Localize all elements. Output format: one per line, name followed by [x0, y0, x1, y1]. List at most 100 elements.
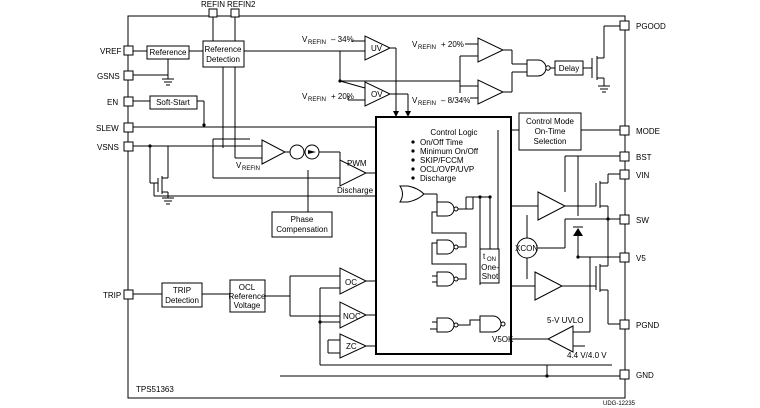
and-gate — [479, 315, 502, 333]
vrefin-amp-v: V — [236, 161, 242, 170]
pwm-comparator — [339, 159, 368, 187]
error-amp — [261, 139, 287, 165]
reference-label: Reference — [150, 48, 187, 57]
oc-label: OC — [345, 278, 357, 287]
control-mode-label-1: Control Mode — [526, 117, 575, 126]
pin-pgnd-label: PGND — [636, 321, 659, 330]
pin-trip-label: TRIP — [103, 291, 121, 300]
control-logic-item-5: Discharge — [420, 174, 457, 183]
soft-start-label: Soft-Start — [156, 98, 191, 107]
pg-low-comparator — [477, 79, 505, 105]
pin-gsns — [123, 70, 134, 81]
pin-vin — [619, 169, 630, 180]
control-mode-block — [518, 112, 582, 151]
phase-comp-label-1: Phase — [291, 215, 314, 224]
pin-trip — [123, 289, 134, 300]
pin-bst — [619, 151, 630, 162]
uv-comparator — [364, 35, 392, 61]
pg-and-gate — [526, 59, 547, 77]
pin-mode — [619, 125, 630, 136]
pin-refin2-label: REFIN2 — [227, 0, 256, 9]
one-shot-t: t — [483, 252, 486, 261]
delay-label: Delay — [559, 64, 579, 73]
control-logic-title: Control Logic — [430, 128, 477, 137]
one-shot-label-1: One- — [481, 263, 499, 272]
control-logic-box — [375, 116, 512, 355]
uvlo-threshold: 4.4 V/4.0 V — [567, 351, 607, 360]
pin-v5 — [619, 252, 630, 263]
pg-lo-value: – 8/34% — [441, 96, 470, 105]
control-mode-label-2: On-Time — [535, 127, 566, 136]
chip-name: TPS51363 — [136, 385, 174, 394]
pg-high-comparator — [477, 37, 505, 63]
left-pins: VREF GSNS EN SLEW VSNS TRIP — [96, 45, 134, 300]
ov-threshold-v: V — [302, 92, 308, 101]
nand-gate-4 — [436, 317, 455, 333]
pg-lo-v: V — [412, 96, 418, 105]
pin-refin — [208, 8, 218, 18]
pin-vsns-label: VSNS — [97, 143, 119, 152]
pin-vin-label: VIN — [636, 171, 650, 180]
noc-comparator — [339, 301, 368, 329]
pin-pgood — [619, 20, 630, 31]
pin-v5-label: V5 — [636, 254, 646, 263]
pin-mode-label: MODE — [636, 127, 660, 136]
pin-bst-label: BST — [636, 153, 652, 162]
pin-gnd — [619, 369, 630, 380]
right-pins: PGOOD MODE BST VIN SW V5 PGND GND — [619, 20, 666, 380]
ocl-reference-label-3: Voltage — [234, 301, 261, 310]
pg-lo-sub: REFIN — [418, 101, 436, 107]
bootstrap-diode — [573, 228, 583, 236]
trip-detection-label-1: TRIP — [173, 286, 191, 295]
uvlo-label: 5-V UVLO — [547, 316, 583, 325]
reference-detection-label-2: Detection — [206, 55, 240, 64]
doc-id: UDG-12235 — [603, 401, 636, 407]
pin-en-label: EN — [107, 98, 118, 107]
uv-threshold-sub: REFIN — [308, 40, 326, 46]
zc-label: ZC — [346, 342, 357, 351]
pin-gsns-label: GSNS — [97, 72, 120, 81]
reference-detection-block — [202, 40, 245, 68]
phase-comp-label-2: Compensation — [276, 225, 328, 234]
pwm-label: PWM — [347, 159, 367, 168]
soft-start-block — [149, 95, 198, 110]
uv-comparator-label: UV — [371, 44, 383, 53]
pin-slew-label: SLEW — [96, 124, 119, 133]
one-shot-on: ON — [487, 257, 496, 263]
vrefin-amp-sub: REFIN — [242, 166, 260, 172]
pg-hi-v: V — [412, 40, 418, 49]
nand-gate-1 — [436, 201, 455, 217]
uv-threshold-v: V — [302, 35, 308, 44]
trip-detection-label-2: Detection — [165, 296, 199, 305]
pin-vref — [123, 45, 134, 56]
pg-hi-sub: REFIN — [418, 45, 436, 51]
control-logic-item-1: On/Off Time — [420, 138, 464, 147]
pin-sw-label: SW — [636, 216, 649, 225]
control-mode-label-3: Selection — [534, 137, 567, 146]
nand-gate-2 — [436, 239, 455, 255]
oc-comparator — [339, 267, 368, 295]
one-shot-label-2: Shot — [482, 272, 499, 281]
pg-hi-value: + 20% — [441, 40, 464, 49]
control-logic-item-2: Minimum On/Off — [420, 147, 479, 156]
noc-label: NOC — [343, 312, 361, 321]
pin-refin2 — [230, 8, 240, 18]
control-logic-item-4: OCL/OVP/UVP — [420, 165, 474, 174]
xcon-label: XCON — [515, 244, 538, 253]
uv-threshold-value: – 34% — [331, 35, 354, 44]
pin-refin-label: REFIN — [201, 0, 225, 9]
trip-detection-block — [161, 282, 203, 308]
pin-vref-label: VREF — [100, 47, 121, 56]
ocl-reference-label-2: Reference — [229, 292, 266, 301]
ocl-reference-label-1: OCL — [239, 283, 256, 292]
or-gate — [399, 185, 425, 203]
pin-vsns — [123, 141, 134, 152]
nand-gate-3 — [436, 271, 455, 287]
zc-comparator — [339, 333, 368, 359]
ocl-reference-block — [229, 279, 266, 313]
pin-slew — [123, 122, 134, 133]
ov-comparator — [364, 81, 392, 107]
gm-stage — [289, 144, 305, 160]
ov-threshold-value: + 20% — [331, 92, 354, 101]
